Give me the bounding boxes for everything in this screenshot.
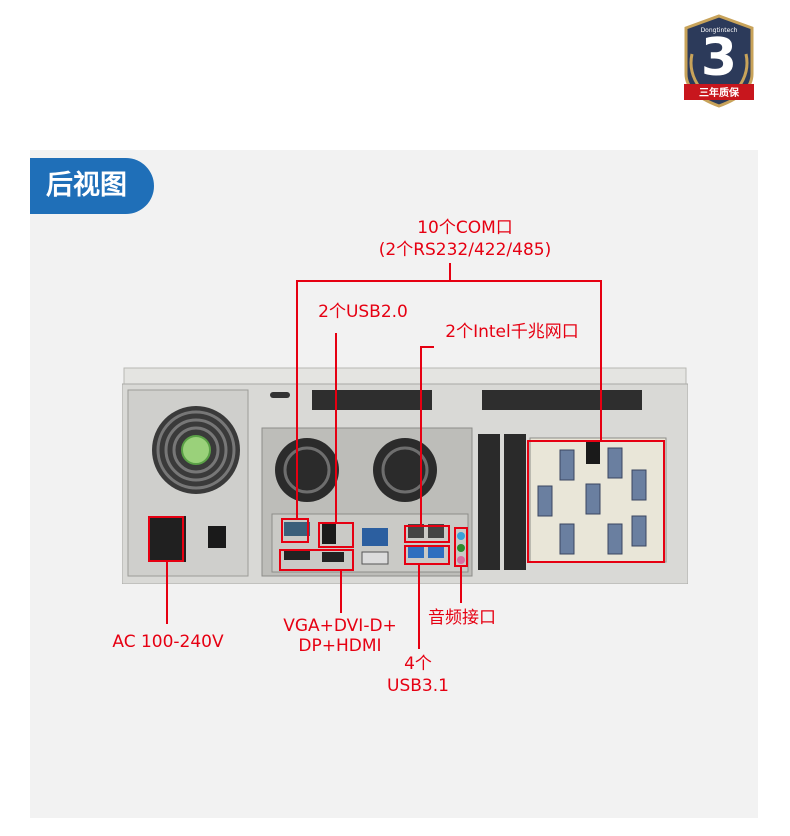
video-leader bbox=[340, 571, 342, 613]
usb20-leader bbox=[335, 333, 337, 523]
lan-highlight bbox=[404, 525, 450, 543]
com-leader-right bbox=[600, 280, 602, 442]
com-leader-left bbox=[296, 280, 298, 520]
page-title: 后视图 bbox=[30, 158, 154, 214]
audio-leader bbox=[460, 567, 462, 603]
video-label-line2: DP+HDMI bbox=[298, 636, 382, 656]
lan-leader-horizontal bbox=[420, 346, 434, 348]
ac-label: AC 100-240V bbox=[112, 632, 224, 652]
video-label-line1: VGA+DVI-D+ bbox=[283, 616, 397, 636]
video-ports-highlight bbox=[279, 549, 354, 571]
usb31-label-line1: 4个 bbox=[404, 654, 432, 674]
com-leader-stem bbox=[449, 263, 451, 281]
usb31-highlight bbox=[404, 545, 450, 565]
ac-leader bbox=[166, 562, 168, 624]
com-port-highlight bbox=[281, 518, 309, 543]
lan-label: 2个Intel千兆网口 bbox=[445, 322, 579, 342]
ac-inlet-highlight bbox=[148, 516, 184, 562]
audio-label: 音频接口 bbox=[428, 608, 496, 628]
com-leader-bar bbox=[296, 280, 602, 282]
lan-leader-vertical bbox=[420, 346, 422, 526]
usb31-leader bbox=[418, 565, 420, 649]
warranty-badge-icon bbox=[684, 14, 754, 108]
usb20-label: 2个USB2.0 bbox=[318, 302, 408, 322]
audio-highlight bbox=[454, 527, 468, 567]
badge-brand: Dongtintech bbox=[700, 27, 738, 34]
com-label-line1: 10个COM口 bbox=[417, 218, 513, 238]
badge-text: 三年质保 bbox=[699, 88, 739, 99]
com-card-highlight bbox=[527, 440, 665, 563]
badge-number: 3 bbox=[700, 28, 738, 88]
usb20-highlight bbox=[318, 522, 354, 548]
com-label-line2: (2个RS232/422/485) bbox=[378, 240, 552, 260]
usb31-label-line2: USB3.1 bbox=[387, 676, 449, 696]
